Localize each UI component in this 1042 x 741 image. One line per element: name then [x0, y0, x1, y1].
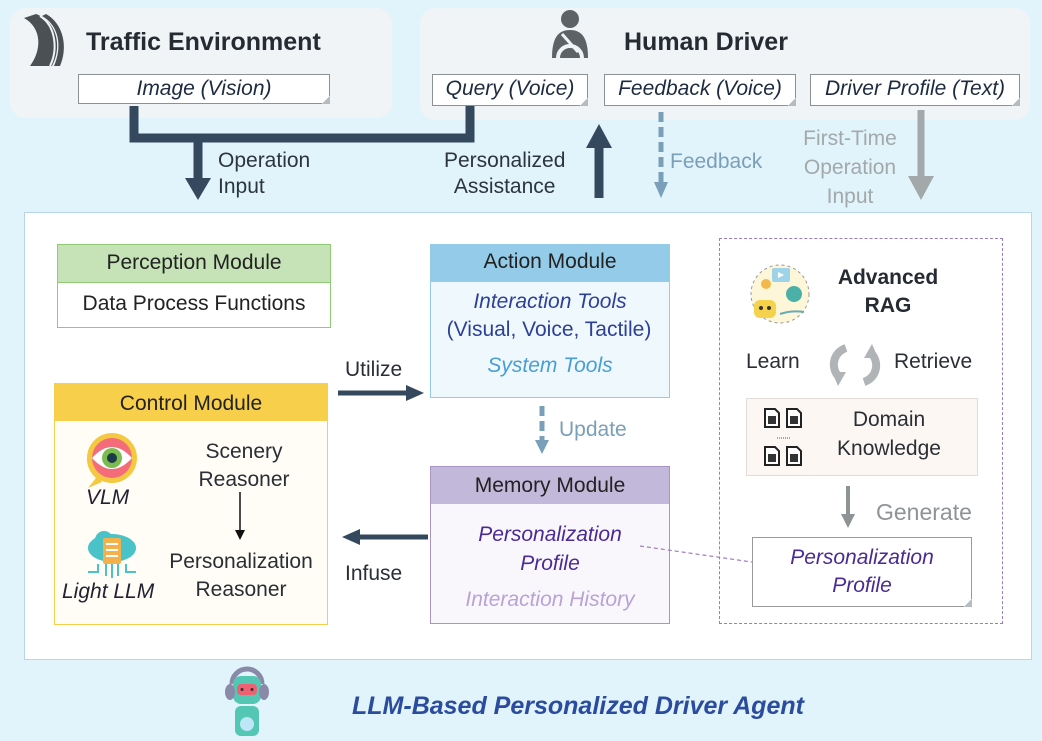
traffic-environment-title: Traffic Environment	[86, 28, 321, 56]
scenery-reasoner-line1: Scenery	[205, 440, 283, 463]
personalization-reasoner-line2: Reasoner	[195, 578, 287, 601]
assistance-arrowhead	[586, 124, 612, 148]
agent-title: LLM-Based Personalized Driver Agent	[352, 692, 804, 720]
interaction-tools: Interaction Tools	[473, 290, 627, 313]
update-label: Update	[559, 418, 627, 441]
operation-input-label: Operation Input	[218, 148, 310, 200]
domain-knowledge-line1: Domain	[852, 408, 926, 431]
memory-profile-line2: Profile	[520, 552, 580, 575]
query-voice-input: Query (Voice)	[432, 74, 588, 106]
learn-label: Learn	[746, 350, 800, 373]
advanced-rag-title: Advanced RAG	[820, 264, 956, 320]
human-driver-title: Human Driver	[624, 28, 788, 56]
first-time-line3: Input	[826, 185, 874, 208]
rag-title-line1: Advanced	[837, 266, 939, 289]
vlm-eye-icon	[86, 433, 137, 488]
rag-profile-line2: Profile	[832, 574, 892, 597]
domain-knowledge-line2: Knowledge	[837, 437, 941, 460]
control-module: Control Module	[54, 383, 328, 625]
first-time-arrowhead	[908, 176, 934, 200]
rag-personalization-profile: Personalization Profile	[752, 537, 972, 607]
first-time-line2: Operation	[803, 156, 897, 179]
top-arrows	[129, 106, 934, 200]
operation-input-arrowhead	[185, 178, 211, 200]
advanced-rag-panel	[719, 238, 1003, 624]
personalization-reasoner: Personalization Reasoner	[158, 548, 324, 604]
control-module-title: Control Module	[55, 384, 327, 421]
light-llm-cloud-icon	[88, 531, 136, 578]
rag-profile-line1: Personalization	[790, 546, 934, 569]
feedback-voice-input: Feedback (Voice)	[604, 74, 796, 106]
driver-profile-text-input: Driver Profile (Text)	[810, 74, 1020, 106]
assistance-label-line2: Assistance	[453, 175, 556, 198]
reasoner-arrow	[235, 492, 245, 540]
update-arrowhead	[535, 440, 549, 454]
retrieve-label: Retrieve	[894, 350, 973, 373]
feedback-arrowhead	[654, 182, 668, 198]
generate-arrowhead	[841, 514, 855, 528]
perception-module-body: Data Process Functions	[58, 282, 330, 325]
memory-module: Memory Module Personalization Profile In…	[430, 466, 670, 624]
rag-icon	[750, 264, 810, 324]
cycle-icon	[829, 344, 881, 386]
perception-module-title: Perception Module	[58, 245, 330, 282]
light-llm-label: Light LLM	[62, 580, 155, 603]
scenery-reasoner: Scenery Reasoner	[186, 438, 302, 494]
vlm-label: VLM	[86, 486, 130, 509]
personalization-reasoner-line1: Personalization	[169, 550, 313, 573]
system-tools: System Tools	[487, 354, 613, 377]
first-time-operation-input-label: First-Time Operation Input	[794, 124, 906, 211]
utilize-arrowhead	[406, 385, 424, 401]
feedback-label: Feedback	[670, 150, 763, 173]
perception-module: Perception Module Data Process Functions	[57, 244, 331, 328]
rag-title-line2: RAG	[864, 294, 912, 317]
driver-icon	[552, 10, 588, 59]
interaction-history: Interaction History	[465, 588, 635, 611]
operation-input-line	[129, 106, 475, 143]
profile-link-line	[639, 545, 753, 563]
first-time-line1: First-Time	[803, 127, 897, 150]
action-module: Action Module Interaction Tools (Visual,…	[430, 244, 670, 398]
memory-module-title: Memory Module	[431, 467, 669, 504]
memory-profile-line1: Personalization	[478, 523, 622, 546]
road-icon	[24, 14, 64, 67]
image-vision-input: Image (Vision)	[78, 74, 330, 104]
generate-label: Generate	[876, 499, 972, 525]
infuse-arrowhead	[342, 529, 360, 545]
action-module-title: Action Module	[431, 245, 669, 282]
domain-knowledge-box: Domain Knowledge	[746, 398, 978, 476]
infuse-label: Infuse	[345, 562, 403, 585]
operation-label-line1: Operation	[218, 149, 311, 172]
personalized-assistance-label: Personalized Assistance	[444, 148, 565, 200]
assistance-label-line1: Personalized	[444, 149, 566, 172]
utilize-label: Utilize	[345, 358, 403, 381]
operation-label-line2: Input	[218, 175, 265, 198]
robot-agent-icon	[225, 666, 269, 736]
document-icons	[764, 408, 802, 466]
interaction-types: (Visual, Voice, Tactile)	[446, 318, 652, 341]
domain-knowledge-label: Domain Knowledge	[829, 405, 949, 463]
memory-personalization-profile: Personalization Profile	[431, 520, 669, 578]
scenery-reasoner-line2: Reasoner	[198, 468, 290, 491]
